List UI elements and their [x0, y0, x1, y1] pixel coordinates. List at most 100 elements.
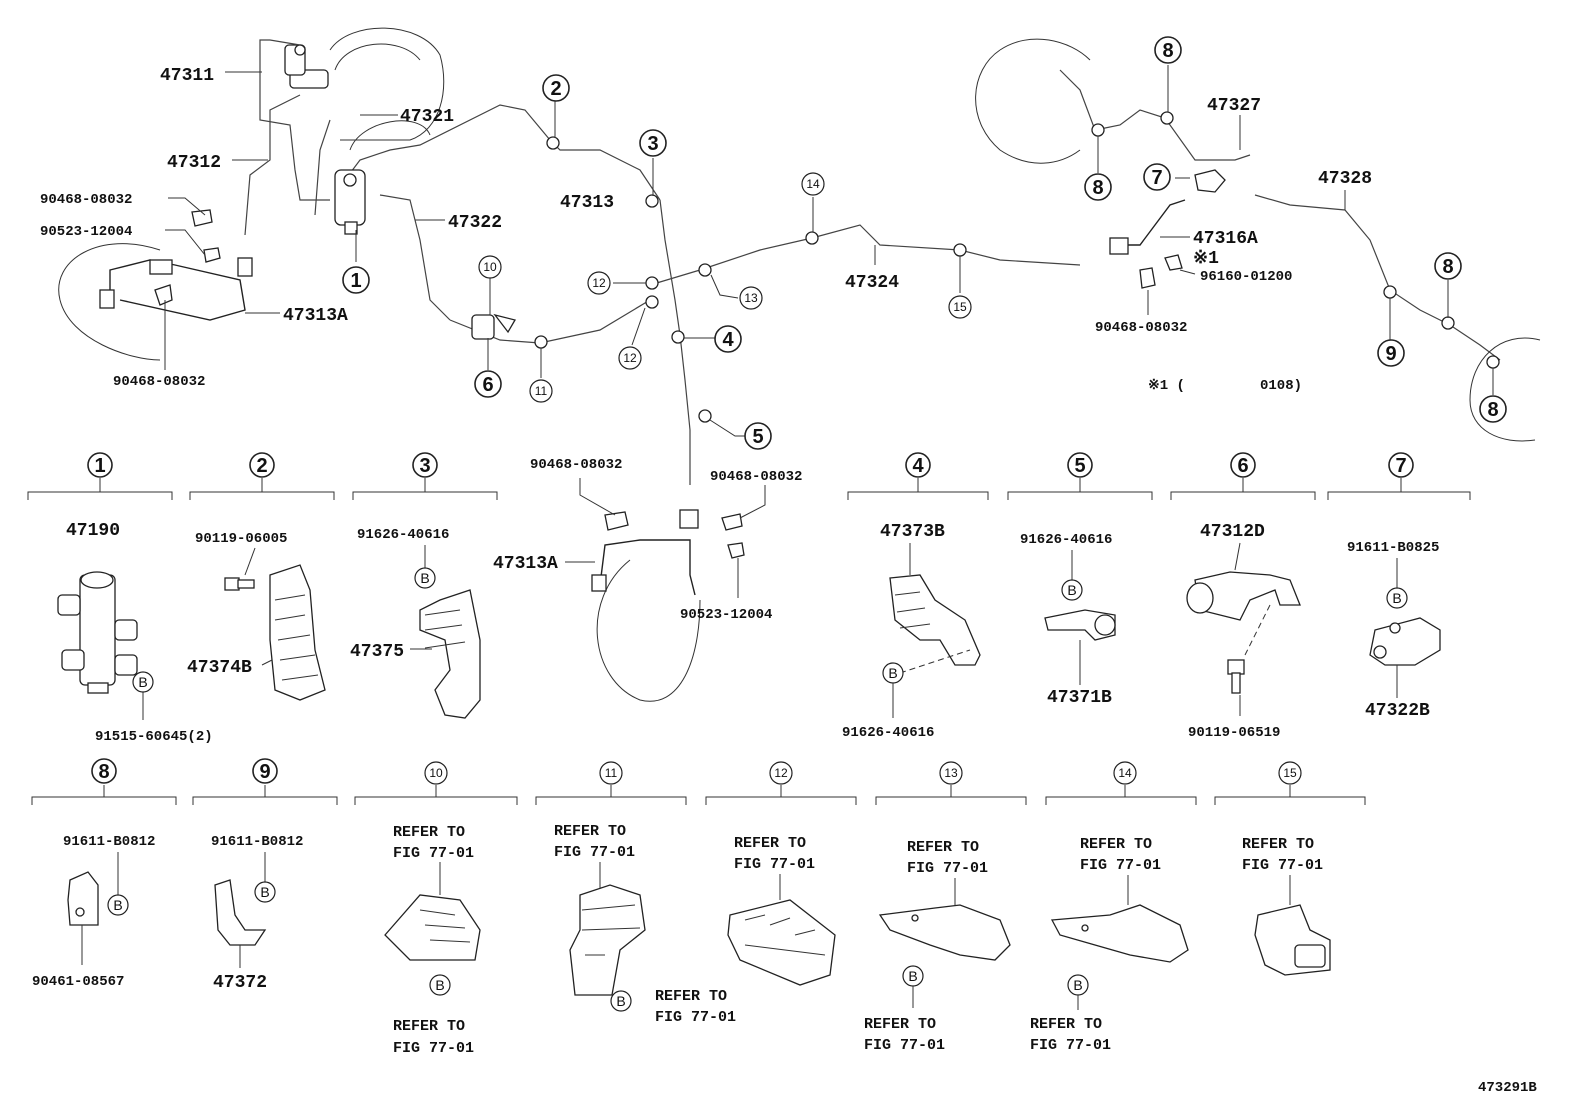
svg-text:B: B: [113, 897, 122, 913]
label-47313A-mid: 47313A: [493, 554, 558, 574]
figure-id: 473291B: [1478, 1080, 1537, 1096]
svg-text:12: 12: [623, 351, 637, 365]
b-mark-4: B: [882, 662, 904, 684]
svg-text:B: B: [908, 968, 917, 984]
joint-47322B: [1369, 617, 1441, 666]
svg-text:2: 2: [256, 455, 267, 477]
svg-text:6: 6: [482, 374, 493, 396]
label-47313A-left: 47313A: [283, 306, 348, 326]
label-90468-08032-e: 90468-08032: [710, 469, 802, 485]
svg-text:12: 12: [774, 766, 788, 780]
svg-text:B: B: [1392, 590, 1401, 606]
callout-2: 2: [542, 74, 570, 102]
b-mark-11: B: [610, 990, 632, 1012]
proportioning-valve: [334, 169, 366, 235]
b-mark-5: B: [1061, 579, 1083, 601]
label-90468-08032-d: 90468-08032: [530, 457, 622, 473]
callout-7: 7: [1143, 163, 1171, 191]
refer-10-bot-2: FIG 77-01: [393, 1040, 474, 1057]
label-90523-12004-a: 90523-12004: [40, 224, 132, 240]
label-90523-12004-b: 90523-12004: [680, 607, 772, 623]
svg-text:10: 10: [429, 766, 443, 780]
label-47322B: 47322B: [1365, 701, 1430, 721]
svg-text:8: 8: [1442, 256, 1453, 278]
clamp-47374B: [269, 564, 326, 701]
label-91611-B0812-b: 91611-B0812: [211, 834, 303, 850]
label-90461-08567: 90461-08567: [32, 974, 124, 990]
callout-14: 14: [801, 172, 825, 196]
svg-text:12: 12: [592, 276, 606, 290]
refer-11-top-1: REFER TO: [554, 823, 626, 840]
label-47373B: 47373B: [880, 522, 945, 542]
svg-text:B: B: [138, 674, 147, 690]
section-header-11: 11: [599, 761, 623, 785]
svg-text:B: B: [888, 665, 897, 681]
callout-6: 6: [474, 370, 502, 398]
clamp-47372: [214, 879, 267, 946]
label-91611-B0825: 91611-B0825: [1347, 540, 1439, 556]
section-header-14: 14: [1113, 761, 1137, 785]
label-91626-40616-a: 91626-40616: [357, 527, 449, 543]
refer-11-top-2: FIG 77-01: [554, 844, 635, 861]
section-header-3: 3: [412, 452, 438, 478]
b-mark-9: B: [254, 881, 276, 903]
label-91626-40616-b: 91626-40616: [842, 725, 934, 741]
label-91626-40616-c: 91626-40616: [1020, 532, 1112, 548]
callout-8a: 8: [1154, 36, 1182, 64]
master-cylinder-assembly: [284, 27, 445, 151]
b-mark-1: B: [132, 671, 154, 693]
svg-text:B: B: [420, 570, 429, 586]
section-header-9: 9: [252, 758, 278, 784]
bolt-90119-06005: [224, 577, 255, 591]
callout-8c: 8: [1434, 252, 1462, 280]
refer-11-bot-1: REFER TO: [655, 988, 727, 1005]
svg-text:8: 8: [1092, 177, 1103, 199]
label-90468-08032-a: 90468-08032: [40, 192, 132, 208]
svg-text:9: 9: [259, 761, 270, 783]
refer-10-top-2: FIG 77-01: [393, 845, 474, 862]
refer-15-top-1: REFER TO: [1242, 836, 1314, 853]
bolt-90119-06519: [1227, 659, 1245, 694]
svg-text:11: 11: [535, 384, 548, 398]
svg-text:8: 8: [98, 761, 109, 783]
section-header-7: 7: [1388, 452, 1414, 478]
svg-text:3: 3: [647, 133, 658, 155]
callout-10: 10: [478, 255, 502, 279]
svg-text:8: 8: [1162, 40, 1173, 62]
label-47328: 47328: [1318, 169, 1372, 189]
label-96160-01200: 96160-01200: [1200, 269, 1292, 285]
refer-12-top-2: FIG 77-01: [734, 856, 815, 873]
svg-text:B: B: [435, 977, 444, 993]
refer-13-bot-2: FIG 77-01: [864, 1037, 945, 1054]
clamp-15: [1254, 904, 1331, 976]
svg-text:7: 7: [1151, 167, 1162, 189]
svg-text:2: 2: [550, 78, 561, 100]
svg-text:1: 1: [350, 270, 361, 292]
callout-4: 4: [714, 325, 742, 353]
svg-text:5: 5: [1074, 455, 1085, 477]
section-header-2: 2: [249, 452, 275, 478]
clamp-90461-08567: [67, 871, 99, 926]
footnote-mark: ※1 (: [1148, 378, 1185, 394]
svg-text:4: 4: [912, 455, 924, 477]
section-header-4: 4: [905, 452, 931, 478]
refer-10-top-1: REFER TO: [393, 824, 465, 841]
section-header-12: 12: [769, 761, 793, 785]
callout-5: 5: [744, 422, 772, 450]
b-mark-14: B: [1067, 974, 1089, 996]
clamp-47371B: [1044, 609, 1116, 641]
refer-15-top-2: FIG 77-01: [1242, 857, 1323, 874]
label-47375: 47375: [350, 642, 404, 662]
label-47316A: 47316A: [1193, 229, 1258, 249]
callout-15: 15: [948, 295, 972, 319]
section-header-5: 5: [1067, 452, 1093, 478]
label-47311: 47311: [160, 66, 214, 86]
label-47312: 47312: [167, 153, 221, 173]
svg-text:10: 10: [483, 260, 497, 274]
svg-text:4: 4: [722, 329, 734, 351]
label-91515-60645: 91515-60645(2): [95, 729, 213, 745]
clamp-47312D: [1186, 571, 1301, 621]
refer-14-bot-2: FIG 77-01: [1030, 1037, 1111, 1054]
svg-text:8: 8: [1487, 399, 1498, 421]
